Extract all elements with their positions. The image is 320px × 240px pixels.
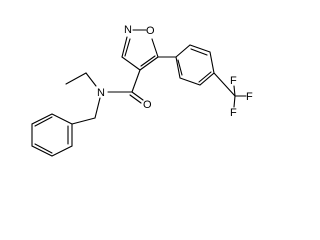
bond-lines xyxy=(31,29,247,157)
bond-ethyl-ch3 xyxy=(65,72,87,85)
benzyl-double-3 xyxy=(34,143,53,154)
bond-n-c3 xyxy=(121,36,128,58)
bond-c4-carbonyl xyxy=(131,69,141,93)
bond-carbonyl-o xyxy=(131,91,144,101)
structure-canvas: N O O N F F F xyxy=(31,24,253,157)
bond-n-ch2 xyxy=(94,97,101,119)
atom-label-o-carbonyl: O xyxy=(143,99,152,111)
bond-aryl-cf3 xyxy=(213,72,236,97)
atom-label-f-right: F xyxy=(246,91,253,103)
atom-label-n-amide: N xyxy=(97,87,105,99)
benzyl-ring xyxy=(31,113,73,157)
bond-carbonyl-o-double xyxy=(129,94,142,104)
atom-label-f-top: F xyxy=(230,75,237,87)
bond-c-f-top xyxy=(233,85,236,97)
aryl-double-1 xyxy=(190,48,208,56)
bond-c4-c5-double xyxy=(140,55,156,67)
atom-label-o-ring: O xyxy=(146,25,155,37)
bond-c3-c4 xyxy=(121,56,141,71)
benzyl-double-2 xyxy=(34,116,53,127)
aryl-double-2 xyxy=(198,71,212,83)
aryl-double-3 xyxy=(177,59,183,76)
bond-c5-o xyxy=(151,38,159,58)
bond-c-f-bottom xyxy=(233,95,236,108)
atom-label-f-bottom: F xyxy=(230,107,237,119)
bond-n-c3-double xyxy=(124,38,131,57)
atom-label-n-ring: N xyxy=(124,24,132,36)
bond-ch2-phenyl xyxy=(71,117,96,125)
bond-c4-c5 xyxy=(139,56,159,71)
chemical-structure: N O O N F F F xyxy=(31,24,253,157)
bond-n-ethyl xyxy=(85,72,97,87)
